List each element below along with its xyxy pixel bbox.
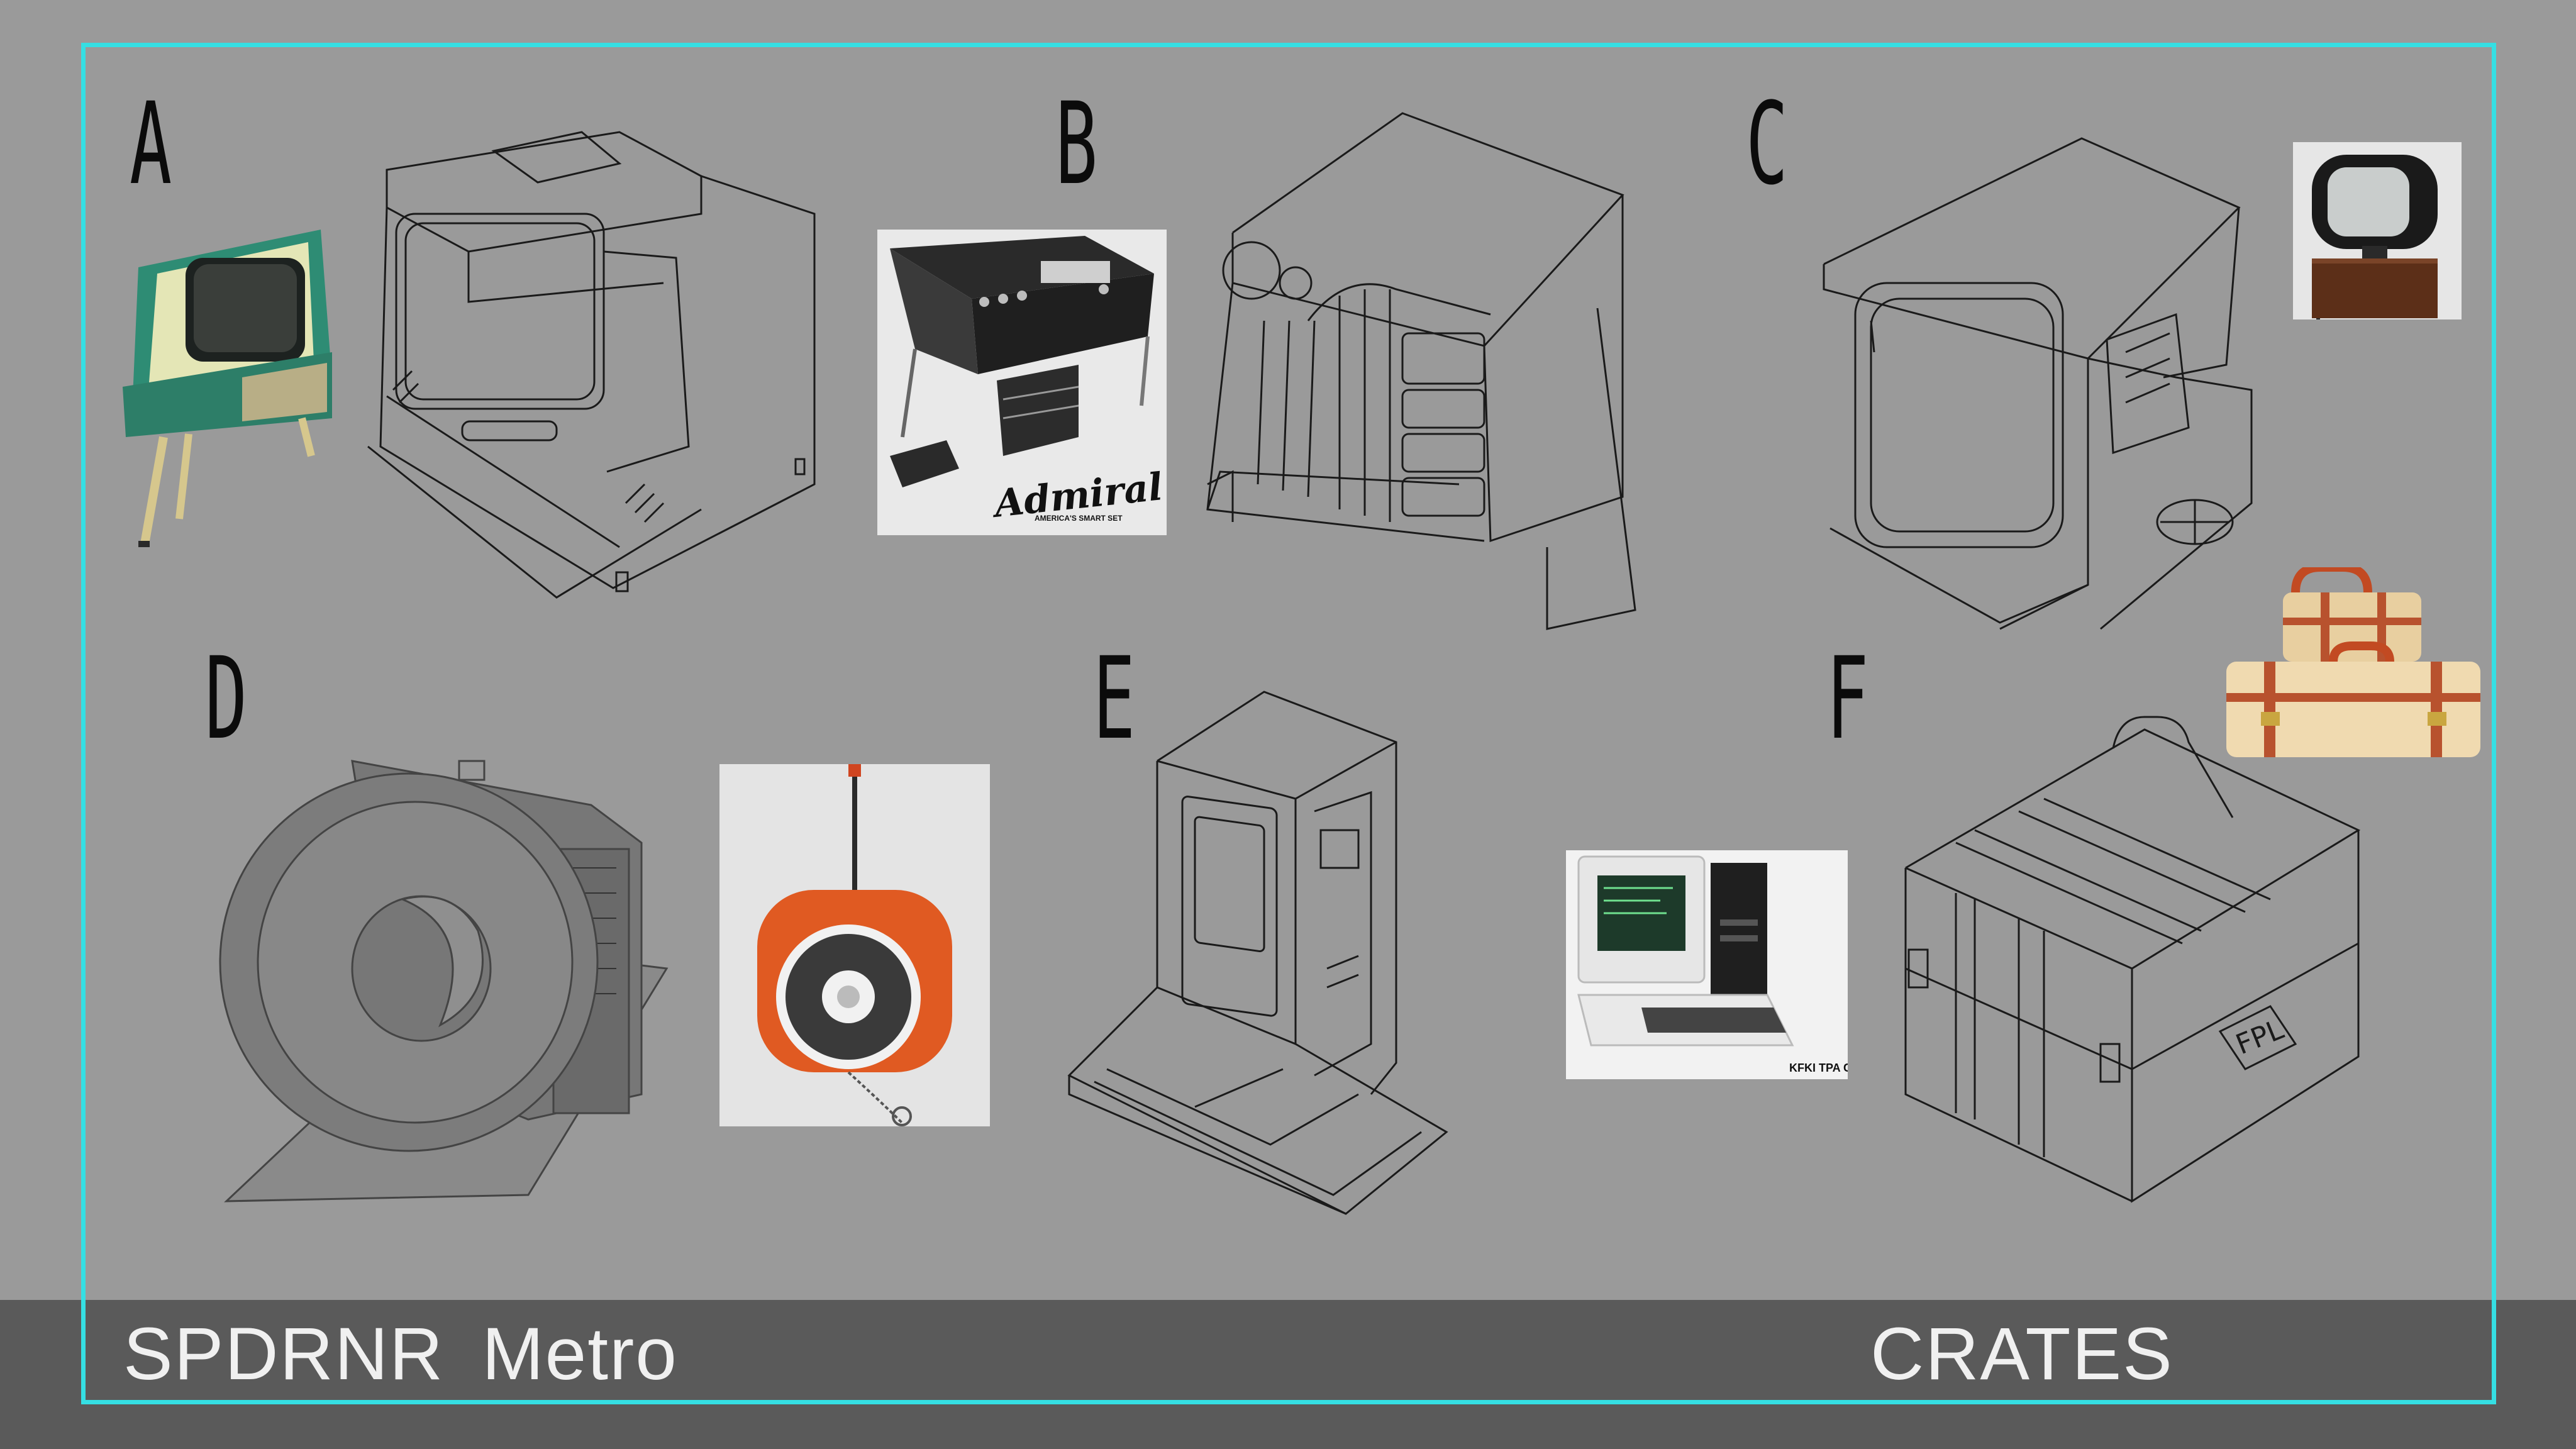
- reference-photo-e-computer: KFKI TPA C: [1566, 850, 1848, 1079]
- letter-c: C: [1746, 79, 1789, 210]
- sketch-d-round-tv: [214, 742, 692, 1208]
- sketch-a-tv-crate: [349, 94, 827, 597]
- footer-brand: SPDRNR Metro: [123, 1311, 678, 1397]
- reference-photo-b-admiral: Admiral AMERICA'S SMART SET: [877, 230, 1167, 535]
- letter-f: F: [1826, 633, 1869, 765]
- sketch-f-crate: FPL: [1893, 704, 2396, 1208]
- admiral-tagline: AMERICA'S SMART SET: [1035, 514, 1123, 523]
- footer-brand-right: Metro: [482, 1313, 678, 1396]
- reference-photo-f-suitcases: [2226, 567, 2480, 757]
- letter-b: B: [1055, 79, 1098, 210]
- reference-photo-d-radio: [719, 764, 990, 1126]
- footer-bar: [0, 1300, 2576, 1449]
- sketch-e-computer: [1069, 692, 1560, 1214]
- letter-d: D: [205, 633, 248, 765]
- computer-caption: KFKI TPA C: [1789, 1062, 1848, 1074]
- footer-brand-left: SPDRNR: [123, 1313, 445, 1396]
- letter-e: E: [1093, 633, 1136, 765]
- reference-photo-a-tv: [119, 230, 336, 557]
- footer-section-title: CRATES: [1870, 1313, 2174, 1396]
- sketch-c-tv-crate: [1811, 126, 2264, 641]
- sketch-b-console: [1195, 107, 1673, 635]
- reference-photo-c-tv: [2293, 142, 2462, 319]
- letter-a: A: [130, 79, 172, 210]
